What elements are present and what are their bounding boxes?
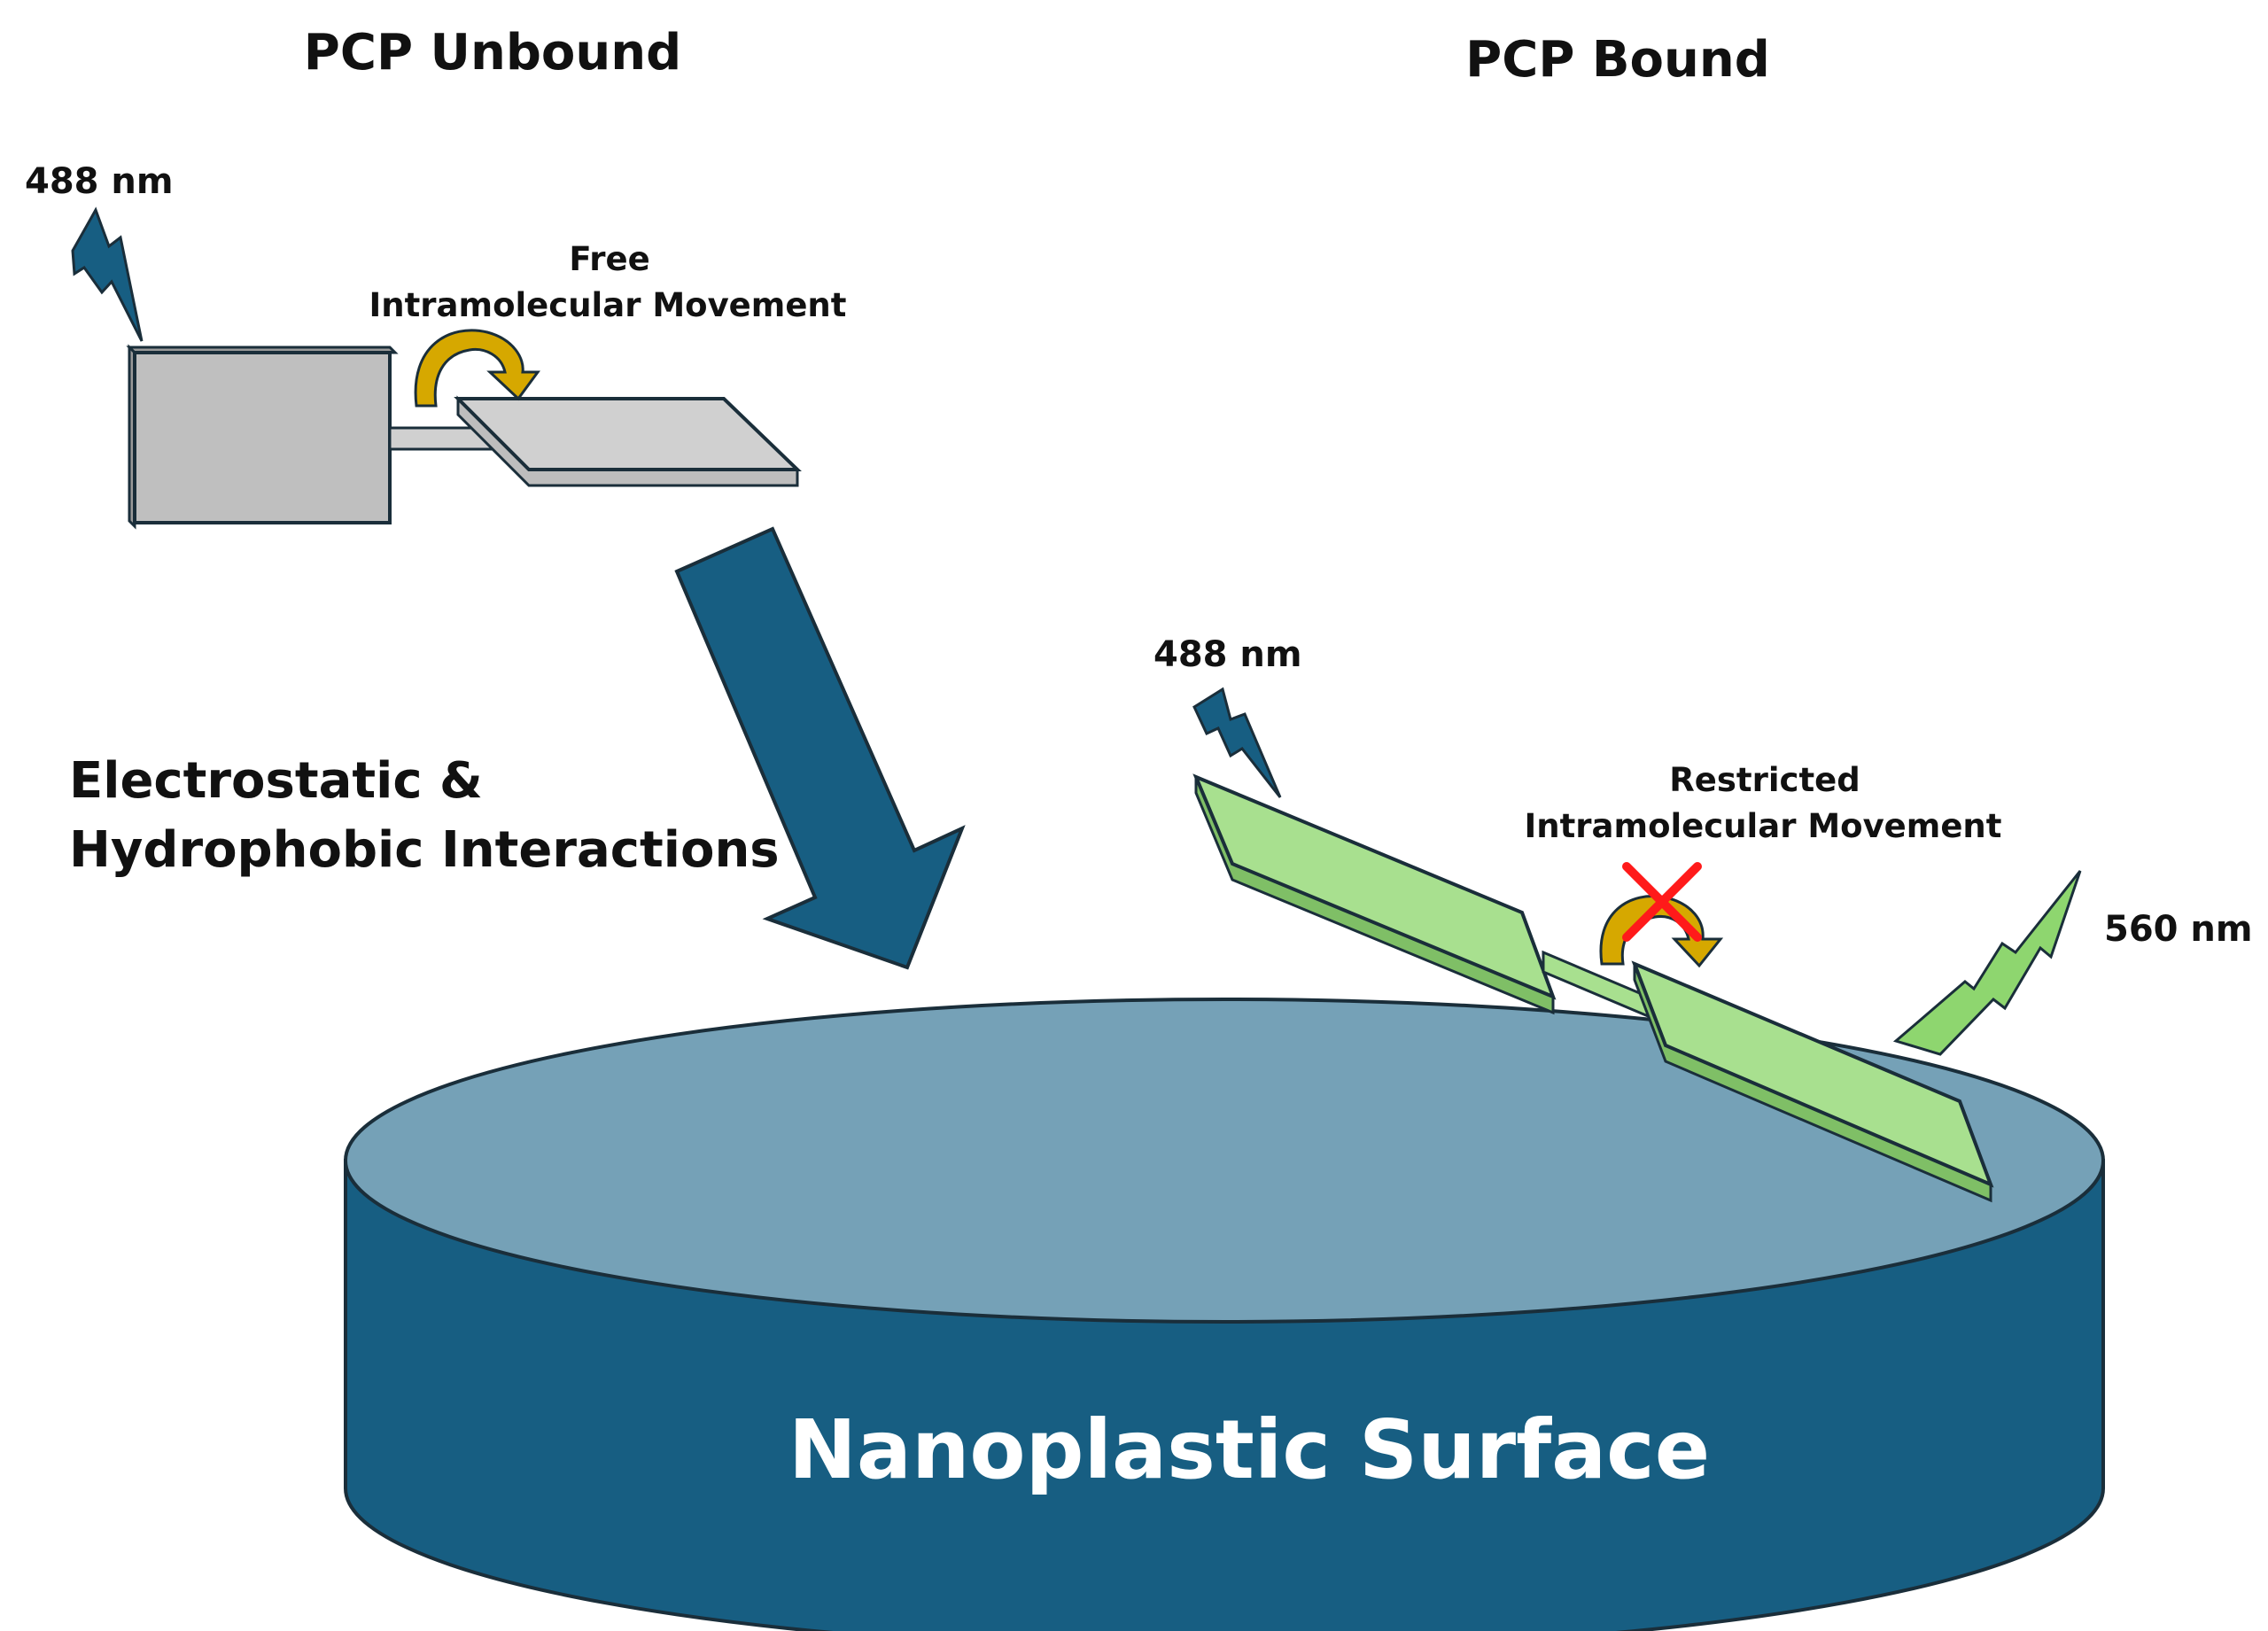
title-bound: PCP Bound	[1465, 31, 1770, 89]
disk-top	[344, 998, 2105, 1324]
free-movement-label-line2: Intramolecular Movement	[369, 286, 847, 324]
stator-plate	[454, 397, 802, 471]
restricted-movement-label-line1: Restricted	[1669, 761, 1860, 799]
restricted-movement-label-line2: Intramolecular Movement	[1525, 807, 2002, 845]
rotor-block	[133, 351, 392, 524]
interaction-label-line2: Hydrophobic Interactions	[69, 821, 780, 879]
unbound-molecule: 488 nm Free Intramolecular Movement	[25, 161, 847, 530]
curved-arrow-icon	[414, 329, 540, 408]
emission-label: 560 nm	[2104, 909, 2253, 950]
free-movement-label-line1: Free	[569, 240, 649, 278]
down-arrow-icon	[674, 526, 966, 970]
right-plate	[1631, 960, 1994, 1188]
bound-excitation-label: 488 nm	[1153, 634, 1302, 675]
lightning-bolt-icon	[1892, 870, 2082, 1056]
nanoplastic-surface-disk: Nanoplastic Surface	[344, 998, 2105, 1631]
bound-molecule: 488 nm Restricted Intramolecular Movemen…	[1153, 634, 2253, 1203]
title-unbound: PCP Unbound	[304, 24, 681, 82]
lightning-bolt-icon	[71, 206, 144, 342]
cross-icon	[1622, 862, 1702, 942]
surface-label: Nanoplastic Surface	[788, 1402, 1710, 1497]
interaction-label-line1: Electrostatic &	[69, 752, 483, 810]
lightning-bolt-icon	[1192, 687, 1282, 798]
left-plate	[1192, 773, 1557, 1000]
unbound-excitation-label: 488 nm	[25, 161, 174, 202]
